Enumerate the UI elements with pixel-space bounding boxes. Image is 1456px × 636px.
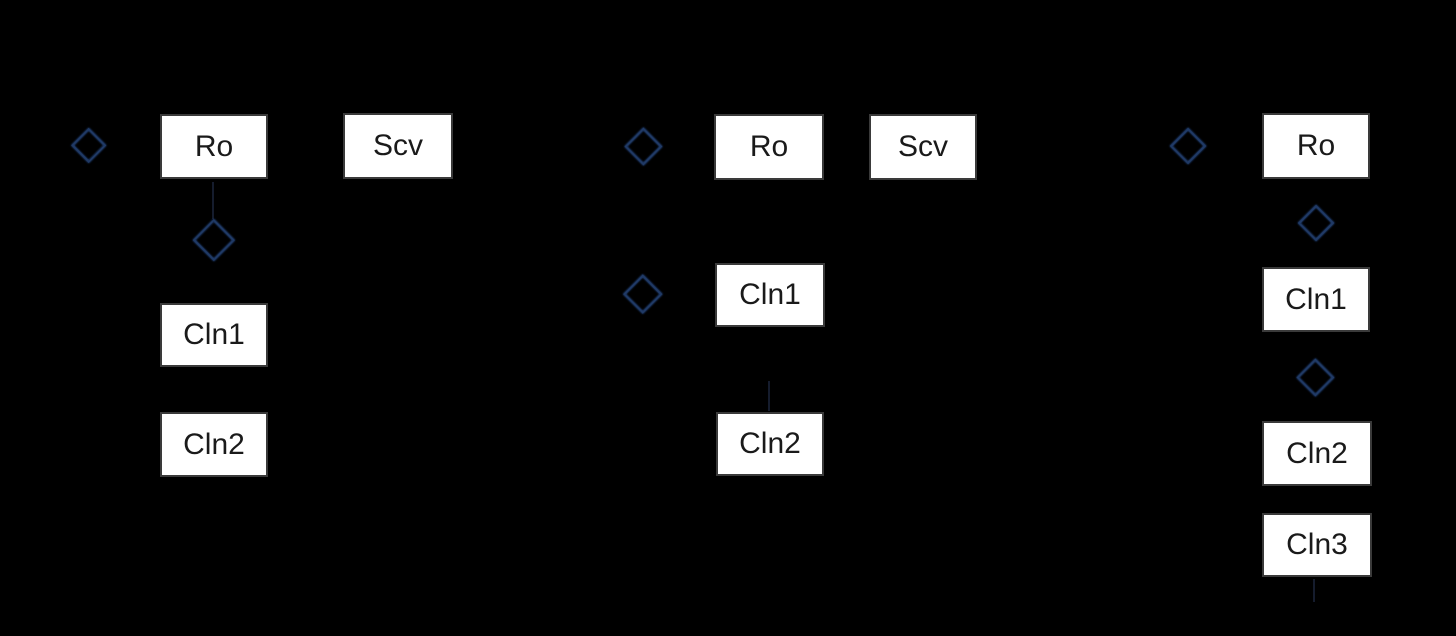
entity-label: Cln2 xyxy=(739,427,801,460)
entity-label: Cln1 xyxy=(739,278,801,311)
entity-label: Cln2 xyxy=(183,427,245,461)
entity-box-cln2: Cln2 xyxy=(1262,421,1372,486)
entity-label: Scv xyxy=(372,129,423,162)
entity-box-scv: Scv xyxy=(869,114,977,180)
entity-box-cln1: Cln1 xyxy=(1262,267,1370,332)
entity-label: Cln1 xyxy=(1285,282,1347,316)
aggregation-diamond-icon xyxy=(1297,204,1335,242)
entity-box-ro: Ro xyxy=(160,114,268,179)
connector-line xyxy=(1313,579,1315,602)
entity-box-ro: Ro xyxy=(714,114,824,180)
entity-box-cln2: Cln2 xyxy=(716,412,824,476)
entity-label: Cln2 xyxy=(1286,436,1348,470)
entity-box-cln1: Cln1 xyxy=(715,263,825,327)
aggregation-diamond-icon xyxy=(1295,357,1334,396)
entity-box-cln2: Cln2 xyxy=(160,412,268,477)
aggregation-diamond-icon xyxy=(1169,127,1207,165)
entity-label: Ro xyxy=(194,129,234,163)
connector-line xyxy=(768,381,770,411)
entity-label: Cln3 xyxy=(1286,528,1348,561)
entity-label: Scv xyxy=(897,130,948,163)
entity-label: Ro xyxy=(749,130,789,163)
entity-box-ro: Ro xyxy=(1262,113,1370,179)
entity-label: Cln1 xyxy=(183,318,245,351)
entity-box-scv: Scv xyxy=(343,113,453,179)
entity-box-cln3: Cln3 xyxy=(1262,513,1372,577)
connector-line xyxy=(212,182,214,219)
entity-box-cln1: Cln1 xyxy=(160,303,268,367)
entity-label: Ro xyxy=(1296,129,1336,162)
